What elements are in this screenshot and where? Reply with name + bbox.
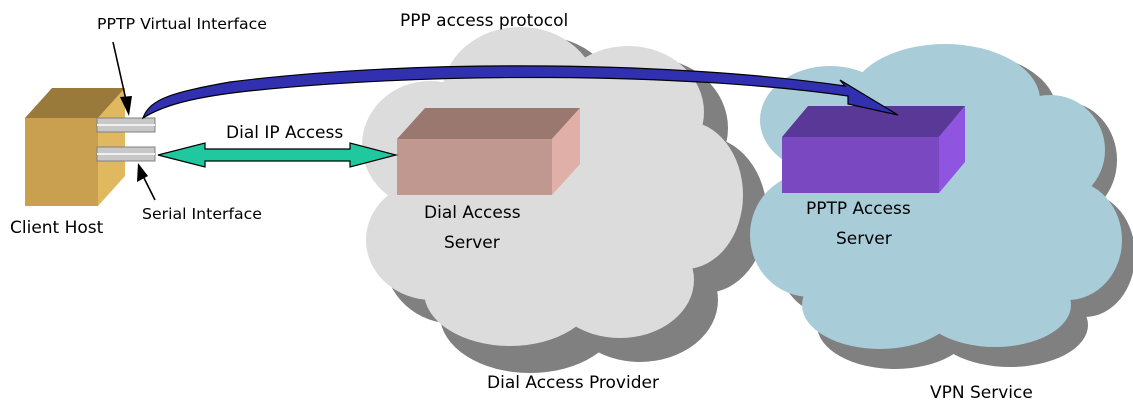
pptp-virtual-interface-port <box>96 117 156 133</box>
pptp-server-side <box>939 106 965 193</box>
serial-interface-port <box>96 146 156 162</box>
client-host-label: Client Host <box>10 218 104 238</box>
pptp-access-server-label-line2: Server <box>836 229 892 249</box>
client-host-front <box>25 118 98 206</box>
dial-server-front <box>397 139 552 195</box>
pptp-server-top <box>782 106 965 137</box>
serial-interface-label: Serial Interface <box>142 205 262 223</box>
dial-access-server-box <box>397 108 580 195</box>
dial-access-server-label-line2: Server <box>444 233 500 253</box>
dial-ip-access-arrow <box>157 142 399 168</box>
dial-access-server-label-line1: Dial Access <box>424 203 521 223</box>
pptp-access-server-box <box>782 106 965 193</box>
pptp-server-front <box>782 137 939 193</box>
pptp-access-server-label-line1: PPTP Access <box>806 199 911 219</box>
dial-server-top <box>397 108 580 139</box>
vpn-service-label: VPN Service <box>930 383 1033 400</box>
ppp-protocol-label: PPP access protocol <box>400 11 568 31</box>
serial-interface-pointer <box>137 163 156 201</box>
dial-server-side <box>552 108 580 195</box>
pptp-interface-pointer <box>112 41 132 116</box>
dial-ip-access-label: Dial IP Access <box>226 123 343 143</box>
dial-access-provider-label: Dial Access Provider <box>487 373 659 393</box>
ppp-protocol-arrow <box>141 65 899 120</box>
pptp-virtual-interface-label: PPTP Virtual Interface <box>97 15 267 33</box>
client-host-top <box>25 88 125 118</box>
